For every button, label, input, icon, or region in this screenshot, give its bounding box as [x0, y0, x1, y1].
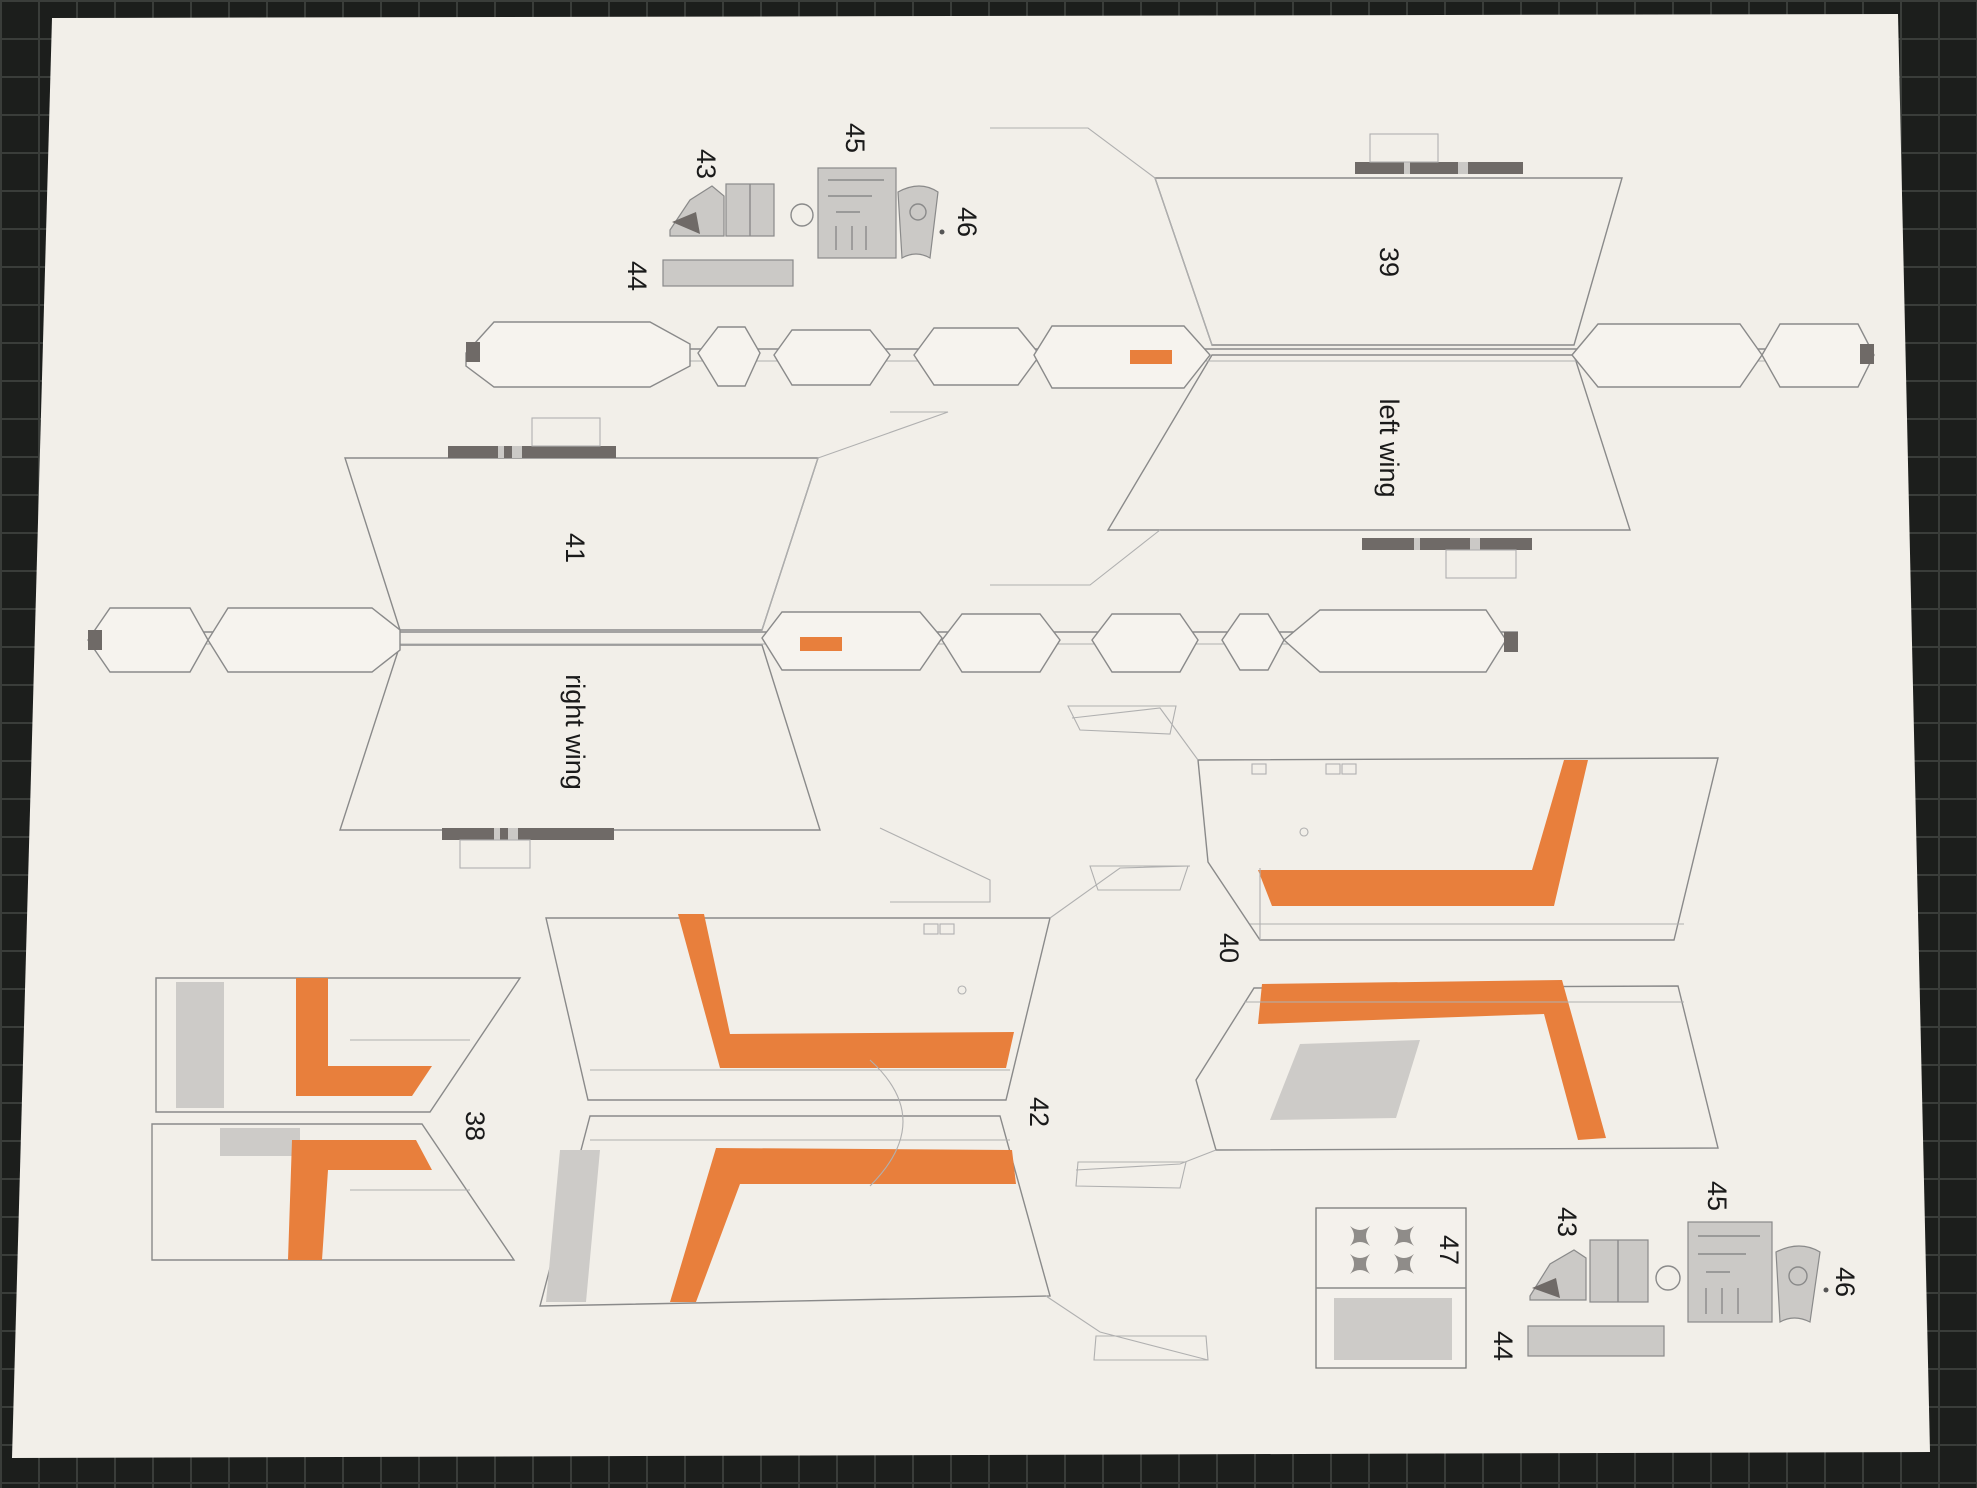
part-41-label: 41: [560, 533, 590, 563]
part-46-bottom-label: 46: [1830, 1267, 1860, 1297]
part-45-bottom-label: 45: [1702, 1181, 1732, 1211]
small-parts-top: 43 44 45 46: [622, 123, 982, 291]
right-wing-part: 41 right wing: [87, 411, 1518, 903]
part-40: 40: [1067, 705, 1719, 1189]
part-38-label: 38: [460, 1111, 490, 1141]
part-42: 42: [539, 865, 1209, 1361]
part-47-label: 47: [1434, 1235, 1464, 1265]
part-42-label: 42: [1024, 1097, 1054, 1127]
part-47-box: 47: [1315, 1207, 1467, 1369]
part-44-top-label: 44: [622, 261, 652, 291]
part-39-label: 39: [1374, 247, 1404, 277]
small-parts-bottom: 43 44 45 46: [1488, 1181, 1860, 1361]
part-43-top-label: 43: [691, 149, 721, 179]
part-38: 38: [151, 977, 522, 1261]
part-40-label: 40: [1214, 933, 1244, 963]
part-45-top-label: 45: [840, 123, 870, 153]
right-wing-label: right wing: [560, 674, 590, 790]
part-46-top-label: 46: [952, 207, 982, 237]
part-44-bottom-label: 44: [1488, 1331, 1518, 1361]
part-43-bottom-label: 43: [1552, 1207, 1582, 1237]
left-wing-part: 39 left wing: [465, 127, 1875, 586]
left-wing-label: left wing: [1374, 398, 1404, 497]
